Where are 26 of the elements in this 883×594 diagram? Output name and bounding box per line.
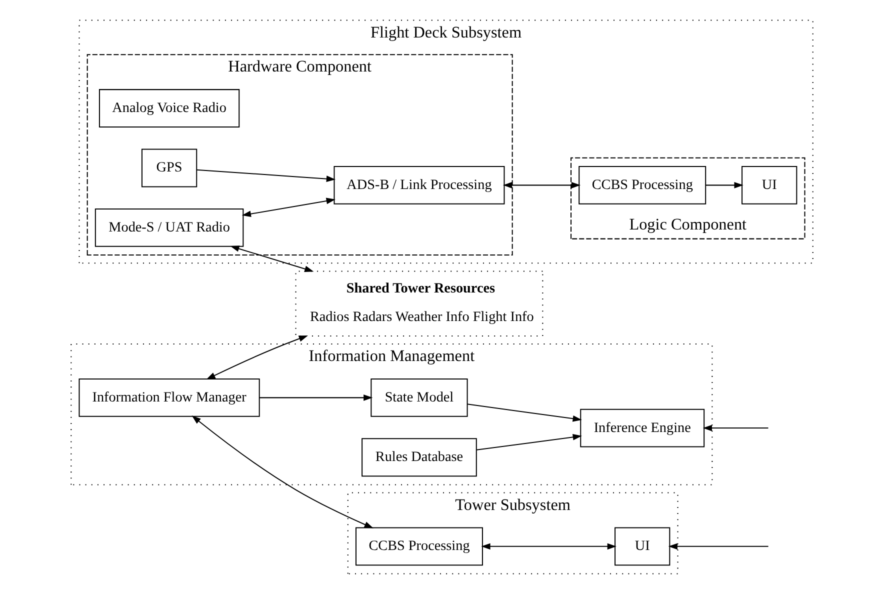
arrow bbox=[196, 169, 336, 182]
node-box: Analog Voice Radio bbox=[98, 89, 240, 128]
arrow bbox=[191, 415, 373, 528]
node-box: CCBS Processing bbox=[578, 166, 706, 204]
arrow bbox=[230, 246, 314, 272]
arrow bbox=[476, 434, 582, 450]
arrow bbox=[668, 543, 768, 550]
node-box: Inference Engine bbox=[580, 408, 704, 448]
node-box: UI bbox=[741, 166, 797, 204]
arrow bbox=[206, 336, 308, 380]
node-box: Information Flow Manager bbox=[78, 378, 260, 417]
arrow bbox=[258, 394, 372, 401]
node-box: GPS bbox=[140, 148, 197, 188]
arrow bbox=[466, 404, 582, 422]
node-box: UI bbox=[614, 527, 670, 566]
node-box: Shared Tower Resources Radios Radars Weather Info Flight Info bbox=[294, 270, 543, 336]
node-box: State Model bbox=[370, 378, 468, 417]
arrow bbox=[502, 182, 580, 188]
arrow bbox=[702, 424, 768, 432]
node-box: Rules Database bbox=[361, 438, 476, 477]
node-box: CCBS Processing bbox=[354, 527, 482, 566]
arrow bbox=[705, 182, 743, 188]
arrow bbox=[241, 198, 335, 218]
node-box: ADS-B / Link Processing bbox=[333, 166, 504, 204]
node-box: Mode-S / UAT Radio bbox=[94, 208, 244, 247]
arrow bbox=[480, 543, 616, 550]
